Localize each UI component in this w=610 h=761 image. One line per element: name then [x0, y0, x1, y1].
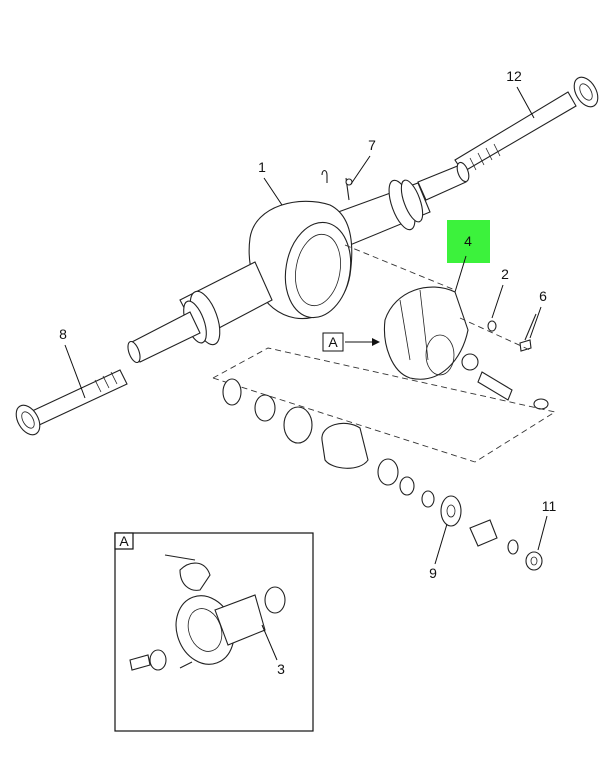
axle-shaft-right[interactable] — [454, 73, 603, 173]
callout-12: 12 — [506, 68, 522, 84]
axle-housing[interactable] — [126, 161, 472, 364]
pinion-nut[interactable] — [525, 551, 543, 571]
callout-1: 1 — [258, 159, 266, 175]
companion-flange[interactable] — [440, 495, 462, 527]
callout-4: 4 — [464, 233, 472, 249]
axle-shaft-left[interactable] — [11, 369, 128, 439]
callout-7: 7 — [368, 137, 376, 153]
callout-8: 8 — [59, 326, 67, 342]
detail-a-inset: A — [114, 532, 314, 732]
callout-6: 6 — [539, 288, 547, 304]
detail-a-pointer[interactable]: A — [322, 332, 380, 352]
detail-a-inset-label: A — [119, 533, 129, 549]
detail-a-pointer-label: A — [328, 334, 338, 350]
differential-carrier[interactable] — [383, 286, 549, 410]
highlight-box-4 — [447, 220, 490, 263]
callout-11: 11 — [542, 498, 557, 514]
pinion-yoke — [469, 519, 519, 555]
bolt[interactable] — [519, 313, 537, 352]
callout-9: 9 — [429, 565, 437, 581]
differential-internals-exploded — [212, 347, 557, 508]
callout-3: 3 — [277, 661, 285, 677]
callout-2: 2 — [501, 266, 509, 282]
washer[interactable] — [487, 320, 497, 332]
